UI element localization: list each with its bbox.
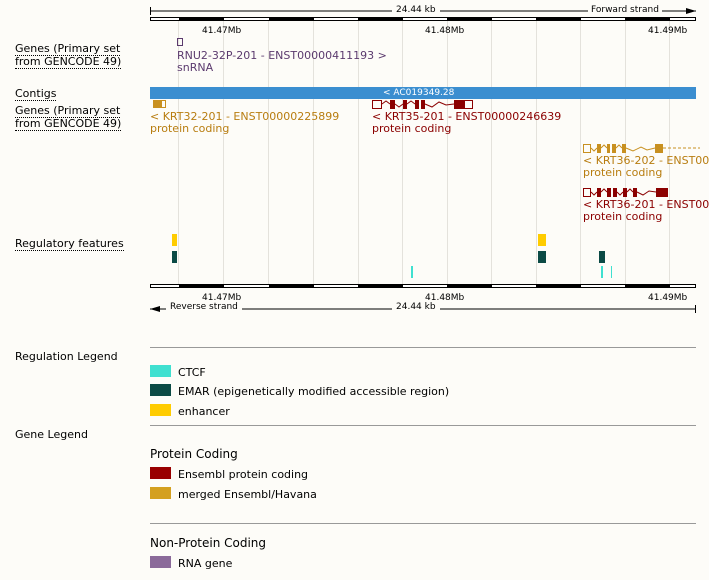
gene-krt35-model[interactable]: [372, 99, 474, 110]
enhancer-feature[interactable]: [172, 234, 177, 246]
gene-label-krt36-201[interactable]: < KRT36-201 - ENST00: [583, 198, 709, 211]
gridline: [358, 18, 359, 286]
legend-swatch-enhancer: [150, 404, 171, 416]
gene-label-rnu2[interactable]: RNU2-32P-201 - ENST00000411193 >: [177, 49, 387, 62]
bottom-ruler-bar: [150, 284, 696, 288]
gene-krt32-exon[interactable]: [153, 100, 161, 108]
track-label-genes-reverse[interactable]: Genes (Primary set from GENCODE 49): [15, 104, 122, 131]
legend-divider: [150, 347, 696, 348]
ctcf-feature[interactable]: [411, 266, 413, 278]
gridline: [178, 18, 179, 286]
legend-swatch-merged: [150, 487, 171, 499]
legend-swatch-rna: [150, 556, 171, 568]
track-label-contigs[interactable]: Contigs: [15, 87, 57, 101]
legend-swatch-emar: [150, 384, 171, 396]
legend-heading-nonprotein: Non-Protein Coding: [150, 536, 267, 550]
legend-label-rna: RNA gene: [178, 557, 233, 570]
ctcf-feature[interactable]: [611, 266, 612, 278]
legend-divider: [150, 425, 696, 426]
gridline: [447, 18, 448, 286]
legend-label-enhancer: enhancer: [178, 405, 230, 418]
gridline: [536, 18, 537, 286]
gridline: [223, 18, 224, 286]
gridline: [491, 18, 492, 286]
tick-label: 41.47Mb: [202, 293, 242, 303]
emar-feature[interactable]: [172, 251, 177, 263]
legend-label-ctcf: CTCF: [178, 366, 206, 379]
legend-divider: [150, 523, 696, 524]
legend-swatch-ctcf: [150, 365, 171, 377]
track-label-genes-forward[interactable]: Genes (Primary set from GENCODE 49): [15, 42, 122, 69]
contig-bar[interactable]: < AC019349.28: [150, 87, 696, 99]
ctcf-feature[interactable]: [601, 266, 603, 278]
top-scale-length: 24.44 kb: [392, 5, 440, 15]
gene-label-krt35[interactable]: < KRT35-201 - ENST00000246639: [372, 110, 562, 123]
gene-biotype-krt32: protein coding: [150, 122, 230, 135]
legend-heading-protein: Protein Coding: [150, 447, 238, 461]
gridline: [669, 18, 670, 286]
top-ruler-bar: [150, 17, 696, 21]
top-strand-label: Forward strand: [588, 5, 662, 15]
gridline: [268, 18, 269, 286]
gene-label-krt32[interactable]: < KRT32-201 - ENST00000225899: [150, 110, 340, 123]
enhancer-feature[interactable]: [538, 234, 546, 246]
gene-label-krt36-202[interactable]: < KRT36-202 - ENST00: [583, 154, 709, 167]
gene-biotype-krt35: protein coding: [372, 122, 452, 135]
bottom-strand-label: Reverse strand: [166, 302, 242, 312]
emar-feature[interactable]: [538, 251, 546, 263]
tick-label: 41.48Mb: [425, 293, 465, 303]
tick-label: 41.47Mb: [202, 26, 242, 36]
contig-label: < AC019349.28: [383, 88, 455, 98]
legend-label-emar: EMAR (epigenetically modified accessible…: [178, 385, 450, 398]
gene-legend-title: Gene Legend: [15, 428, 88, 441]
gridline: [313, 18, 314, 286]
emar-feature[interactable]: [599, 251, 605, 263]
legend-swatch-ensembl: [150, 467, 171, 479]
regulation-legend-title: Regulation Legend: [15, 350, 118, 363]
legend-label-ensembl: Ensembl protein coding: [178, 468, 309, 481]
track-label-regulatory[interactable]: Regulatory features: [15, 237, 124, 251]
gridline: [580, 18, 581, 286]
tick-label: 41.49Mb: [648, 26, 688, 36]
gene-krt32-utr: [161, 100, 166, 108]
gene-biotype-rnu2: snRNA: [177, 61, 214, 74]
gene-rnu2-exon[interactable]: [177, 38, 183, 46]
tick-label: 41.48Mb: [425, 26, 465, 36]
gene-krt36-201-model[interactable]: [583, 187, 673, 198]
tick-label: 41.49Mb: [648, 293, 688, 303]
bottom-scale-length: 24.44 kb: [392, 302, 440, 312]
gene-biotype-krt36-202: protein coding: [583, 166, 663, 179]
legend-label-merged: merged Ensembl/Havana: [178, 488, 317, 501]
gene-biotype-krt36-201: protein coding: [583, 210, 663, 223]
gridline: [402, 18, 403, 286]
gene-krt36-202-model[interactable]: [583, 143, 700, 154]
